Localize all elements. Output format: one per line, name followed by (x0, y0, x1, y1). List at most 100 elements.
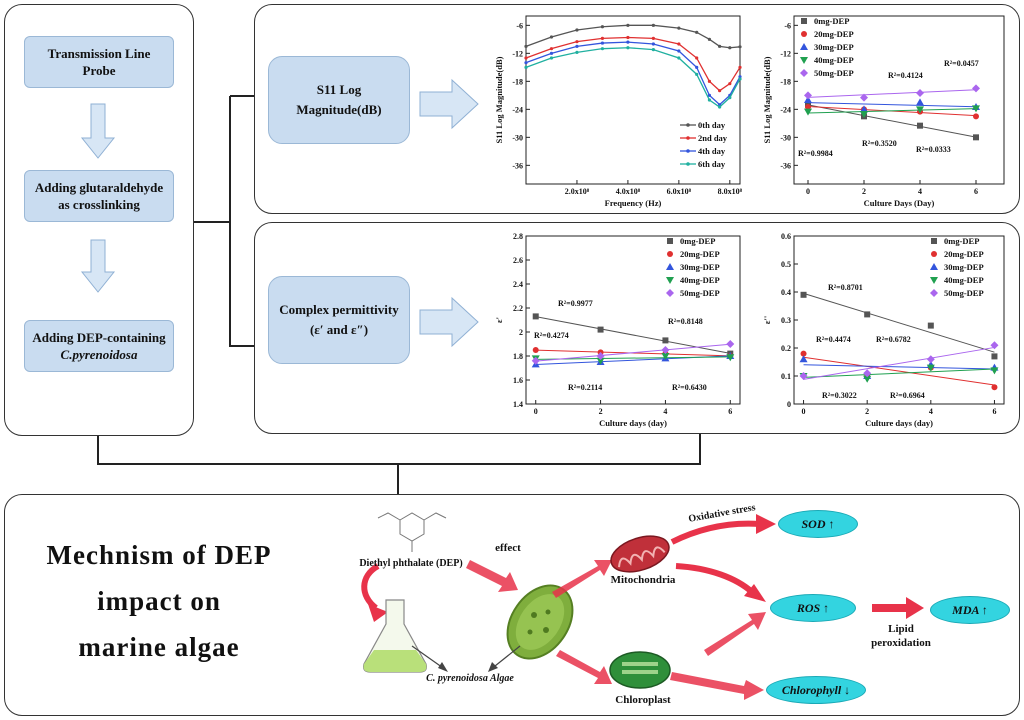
data-point (531, 356, 540, 365)
x-tick-label: 2 (862, 187, 866, 196)
x-tick-label: 0 (534, 407, 538, 416)
legend-entry: 0mg-DEP (944, 236, 979, 246)
legend-swatch-point (686, 123, 690, 127)
series-point (738, 45, 742, 49)
data-point (596, 352, 605, 360)
y-tick-label: -18 (780, 77, 791, 86)
fit-line (807, 89, 977, 98)
series-6th day (524, 46, 742, 109)
data-point (916, 106, 924, 114)
r2-annotation: R²=0.0457 (944, 59, 979, 68)
r2-annotation: R²=0.9984 (798, 149, 833, 158)
y-tick-label: -12 (780, 49, 791, 58)
series-point (575, 28, 579, 32)
series-point (718, 44, 722, 48)
legend-swatch (801, 31, 807, 37)
flask-icon (363, 599, 427, 673)
y-axis-label: S11 Log Magnitude(dB) (494, 56, 504, 143)
series-50mg-DEP (799, 341, 999, 380)
series-point (651, 42, 655, 46)
r2-annotation: R²=0.6430 (672, 383, 707, 392)
series-point (677, 42, 681, 46)
plot-frame (525, 15, 741, 185)
data-point (800, 350, 807, 357)
fit-line (535, 343, 731, 362)
legend-entry: 20mg-DEP (680, 249, 720, 259)
legend-entry: 40mg-DEP (680, 275, 720, 285)
series-point (695, 30, 699, 34)
r2-annotation: R²=0.4474 (816, 335, 851, 344)
mda-tag: MDA ↑ (930, 596, 1010, 624)
data-point (596, 357, 605, 365)
fit-line (807, 102, 977, 108)
y-tick-label: -30 (780, 133, 791, 142)
data-point (804, 91, 812, 100)
series-40mg-DEP (804, 105, 980, 118)
series-point (600, 41, 605, 45)
chloroplast-icon (609, 651, 671, 689)
dep-molecule-icon (377, 512, 447, 552)
series-line (525, 47, 741, 108)
fit-line (803, 364, 995, 370)
x-tick-label: 4 (929, 407, 933, 416)
mechanism-title: Mechnism of DEP impact on marine algae (46, 540, 272, 662)
series-point (728, 96, 732, 100)
data-point (916, 89, 924, 97)
series-point (524, 61, 528, 65)
legend-entry: 30mg-DEP (944, 262, 984, 272)
data-point (799, 372, 808, 380)
legend-swatch (800, 57, 808, 64)
data-point (804, 108, 812, 116)
series-point (728, 46, 732, 50)
series-line (525, 24, 741, 49)
data-point (926, 364, 935, 372)
series-point (695, 65, 699, 69)
y-tick-label: 2.2 (513, 304, 523, 313)
data-point (860, 111, 868, 118)
data-point (661, 346, 670, 354)
y-tick-label: -24 (512, 105, 523, 114)
red-arrow-to-flask (361, 563, 380, 611)
series-0mg-DEP (800, 291, 998, 360)
series-point (677, 26, 681, 30)
data-point (863, 369, 872, 378)
legend-swatch (667, 238, 673, 244)
fit-line (807, 104, 977, 138)
series-40mg-DEP (531, 353, 735, 365)
legend-swatch (931, 238, 937, 244)
algae-cell-icon (506, 584, 574, 660)
legend-swatch (801, 18, 807, 24)
r2-annotation: R²=0.3520 (862, 139, 897, 148)
series-point (738, 75, 742, 79)
permittivity-box: Complex permittivity(ε′ and ε″) (268, 276, 410, 364)
series-point (651, 36, 655, 40)
data-point (864, 311, 871, 318)
y-tick-label: 0.5 (781, 260, 791, 269)
data-point (990, 367, 999, 375)
series-point (707, 98, 712, 102)
y-tick-label: 1.8 (513, 352, 523, 361)
data-point (726, 340, 735, 348)
data-point (990, 341, 999, 350)
y-tick-label: 0.4 (781, 288, 791, 297)
data-point (661, 353, 670, 360)
data-point (916, 98, 924, 106)
y-tick-label: 0 (787, 400, 791, 409)
data-point (926, 355, 935, 364)
plot-frame (525, 235, 741, 405)
x-tick-label: 2.0x10⁸ (565, 187, 590, 196)
x-tick-label: 4.0x10⁸ (616, 187, 641, 196)
r2-annotation: R²=0.6782 (876, 335, 911, 344)
series-point (718, 89, 722, 93)
y-tick-label: 2.4 (513, 280, 523, 289)
series-line (525, 36, 741, 92)
legend-entry: 0mg-DEP (814, 16, 849, 26)
fit-line (803, 368, 995, 378)
series-point (524, 56, 528, 60)
